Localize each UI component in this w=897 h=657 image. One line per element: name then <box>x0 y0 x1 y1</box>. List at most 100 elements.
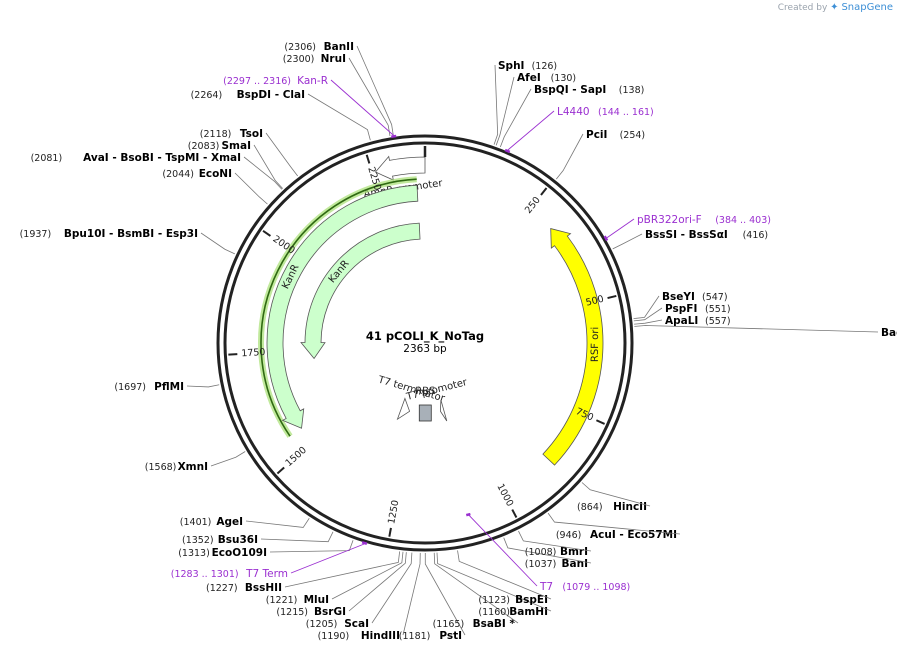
plasmid-length: 2363 bp <box>403 343 447 355</box>
enzyme-site-avai-bsobi-tspmi-xmai[interactable]: AvaI - BsoBI - TspMI - XmaI(2081) <box>31 152 283 190</box>
feature-arrow-kanr[interactable] <box>266 184 419 429</box>
enzyme-site-bsu36i[interactable]: Bsu36I(1352) <box>182 531 334 546</box>
enzyme-name[interactable]: ScaI <box>344 618 369 630</box>
feature-rbs-5[interactable]: RBS <box>415 386 435 422</box>
enzyme-site-tsoi[interactable]: TsoI(2118) <box>200 128 298 177</box>
enzyme-name[interactable]: AvaI - BsoBI - TspMI - XmaI <box>83 152 241 164</box>
enzyme-site-bseyi[interactable]: BseYI(547) <box>633 291 728 320</box>
enzyme-site-bpu10i-bsmbi-esp3i[interactable]: Bpu10I - BsmBI - Esp3I (1937) <box>20 228 235 255</box>
feature-arrow-rsf-ori[interactable] <box>542 228 604 466</box>
enzyme-name[interactable]: Bpu10I - BsmBI - Esp3I <box>64 228 198 240</box>
enzyme-name[interactable]: BsaBI * <box>473 618 516 630</box>
enzyme-site-baegi-bme1580i-bsihkai[interactable]: BaeGI - Bme1580I - BsiHKAI(561) <box>634 325 897 339</box>
primer-name[interactable]: Kan-R <box>297 75 328 87</box>
primer-pbr322ori-f[interactable]: pBR322ori-F (384 .. 403) <box>606 214 771 239</box>
enzyme-site-hindiii[interactable]: HindIII(1190) <box>318 552 421 642</box>
enzyme-name[interactable]: BmrI <box>560 546 588 558</box>
kanr-selection-line <box>260 178 417 437</box>
enzyme-name[interactable]: BaeGI - Bme1580I - BsiHKAI <box>881 327 897 339</box>
enzyme-name[interactable]: TsoI <box>240 128 263 140</box>
enzyme-name[interactable]: AfeI <box>517 72 541 84</box>
enzyme-name[interactable]: SphI <box>498 60 524 72</box>
enzyme-site-nrui[interactable]: NruI(2300) <box>283 53 391 137</box>
primer-name[interactable]: L4440 <box>557 106 590 118</box>
enzyme-leader-line <box>371 552 413 624</box>
enzyme-leader-line <box>581 482 651 507</box>
enzyme-name[interactable]: HindIII <box>361 630 400 642</box>
feature-arrow-ampr-promoter[interactable] <box>374 155 426 181</box>
enzyme-leader-line <box>555 133 584 180</box>
enzyme-name[interactable]: AcuI - Eco57MI <box>590 529 677 541</box>
enzyme-site-bsshii[interactable]: BssHII(1227) <box>206 551 401 594</box>
feature-arrow-kanr[interactable] <box>300 222 421 360</box>
enzyme-site-bsabi[interactable]: BsaBI *(1165) <box>433 552 519 630</box>
primer-kan-r[interactable]: Kan-R(2297 .. 2316) <box>223 75 394 136</box>
enzyme-name[interactable]: BssHII <box>245 582 282 594</box>
enzyme-site-bani[interactable]: BanI(1037) <box>503 537 592 570</box>
primer-name[interactable]: T7 Term <box>245 568 288 580</box>
primer-name[interactable]: pBR322ori-F <box>637 214 702 226</box>
primer-t7-term[interactable]: T7 Term (1283 .. 1301) <box>171 543 365 580</box>
feature-arrow-t7-promoter[interactable] <box>440 399 448 422</box>
enzyme-site-pcii[interactable]: PciI(254) <box>555 129 645 180</box>
enzyme-name[interactable]: PflMI <box>154 381 184 393</box>
enzyme-site-scai[interactable]: ScaI(1205) <box>306 552 413 630</box>
enzyme-site-pflmi[interactable]: PflMI(1697) <box>114 381 220 393</box>
enzyme-name[interactable]: EcoNI <box>199 168 232 180</box>
enzyme-site-bsrgi[interactable]: BsrGI(1215) <box>276 552 407 618</box>
enzyme-name[interactable]: BseYI <box>662 291 695 303</box>
enzyme-name[interactable]: BspQI - SapI <box>534 84 606 96</box>
rbs-box[interactable] <box>418 404 432 422</box>
enzyme-name[interactable]: HincII <box>613 501 647 513</box>
enzyme-site-bspdi-clai[interactable]: BspDI - ClaI(2264) <box>191 89 371 141</box>
enzyme-site-bmri[interactable]: BmrI(1008) <box>518 530 592 558</box>
enzyme-site-acui-eco57mi[interactable]: AcuI - Eco57MI(946) <box>547 512 681 541</box>
enzyme-name[interactable]: MluI <box>304 594 329 606</box>
enzyme-site-ecoo109i[interactable]: EcoO109I(1313) <box>178 540 354 559</box>
enzyme-name[interactable]: BamHI <box>509 606 548 618</box>
primer-name[interactable]: T7 <box>539 581 553 593</box>
enzyme-position: (1937) <box>20 229 52 240</box>
enzyme-site-hincii[interactable]: HincII(864) <box>577 482 651 513</box>
enzyme-name[interactable]: BsrGI <box>314 606 346 618</box>
enzyme-site-pspfi[interactable]: PspFI(551) <box>633 303 731 322</box>
enzyme-name[interactable]: PspFI <box>665 303 697 315</box>
enzyme-name[interactable]: NruI <box>321 53 346 65</box>
primer-t7[interactable]: T7(1079 .. 1098) <box>468 514 630 593</box>
enzyme-name[interactable]: PstI <box>439 630 462 642</box>
enzyme-name[interactable]: BssSI - BssSαI <box>645 229 728 241</box>
enzyme-name[interactable]: SmaI <box>222 140 252 152</box>
enzyme-site-bspqi-sapi[interactable]: BspQI - SapI(138) <box>499 84 644 148</box>
enzyme-site-smai[interactable]: SmaI(2083) <box>188 140 283 189</box>
feature-rsf-ori-1[interactable]: RSF ori <box>542 228 604 466</box>
feature-arrow-t7-terminator[interactable] <box>396 397 411 421</box>
enzyme-site-bamhi[interactable]: BamHI(1160) <box>436 552 552 618</box>
primer-position: (1283 .. 1301) <box>171 569 239 580</box>
enzyme-site-psti[interactable]: PstI(1181) <box>399 552 466 642</box>
enzyme-site-mlui[interactable]: MluI(1221) <box>266 551 404 606</box>
tick-mark-2250 <box>365 154 371 164</box>
enzyme-site-sphi[interactable]: SphI(126) <box>493 60 557 145</box>
enzyme-name[interactable]: Bsu36I <box>218 534 258 546</box>
enzyme-name[interactable]: BspEI <box>515 594 548 606</box>
enzyme-site-banii[interactable]: BanII(2306) <box>284 41 394 136</box>
enzyme-name[interactable]: BspDI - ClaI <box>237 89 305 101</box>
enzyme-site-afei[interactable]: AfeI(130) <box>495 72 576 146</box>
feature-kanr-2[interactable]: KanR <box>258 176 419 438</box>
enzyme-leader-line <box>331 551 404 600</box>
tick-label-1750: 1750 <box>241 347 266 359</box>
primer-position: (384 .. 403) <box>715 215 771 226</box>
enzyme-site-bsssi-bsss-i[interactable]: BssSI - BssSαI(416) <box>612 229 768 250</box>
enzyme-site-apali[interactable]: ApaLI(557) <box>634 315 731 327</box>
enzyme-name[interactable]: XmnI <box>178 461 208 473</box>
enzyme-site-xmni[interactable]: XmnI(1568) <box>145 451 246 473</box>
enzyme-site-bspei[interactable]: BspEI(1123) <box>457 550 552 606</box>
enzyme-name[interactable]: BanII <box>324 41 354 53</box>
enzyme-name[interactable]: PciI <box>586 129 607 141</box>
primer-l4440[interactable]: L4440(144 .. 161) <box>507 106 654 151</box>
enzyme-name[interactable]: ApaLI <box>665 315 698 327</box>
enzyme-site-econi[interactable]: EcoNI(2044) <box>162 168 268 205</box>
enzyme-site-agei[interactable]: AgeI(1401) <box>180 516 310 528</box>
enzyme-name[interactable]: EcoO109I <box>212 547 267 559</box>
enzyme-name[interactable]: AgeI <box>216 516 243 528</box>
